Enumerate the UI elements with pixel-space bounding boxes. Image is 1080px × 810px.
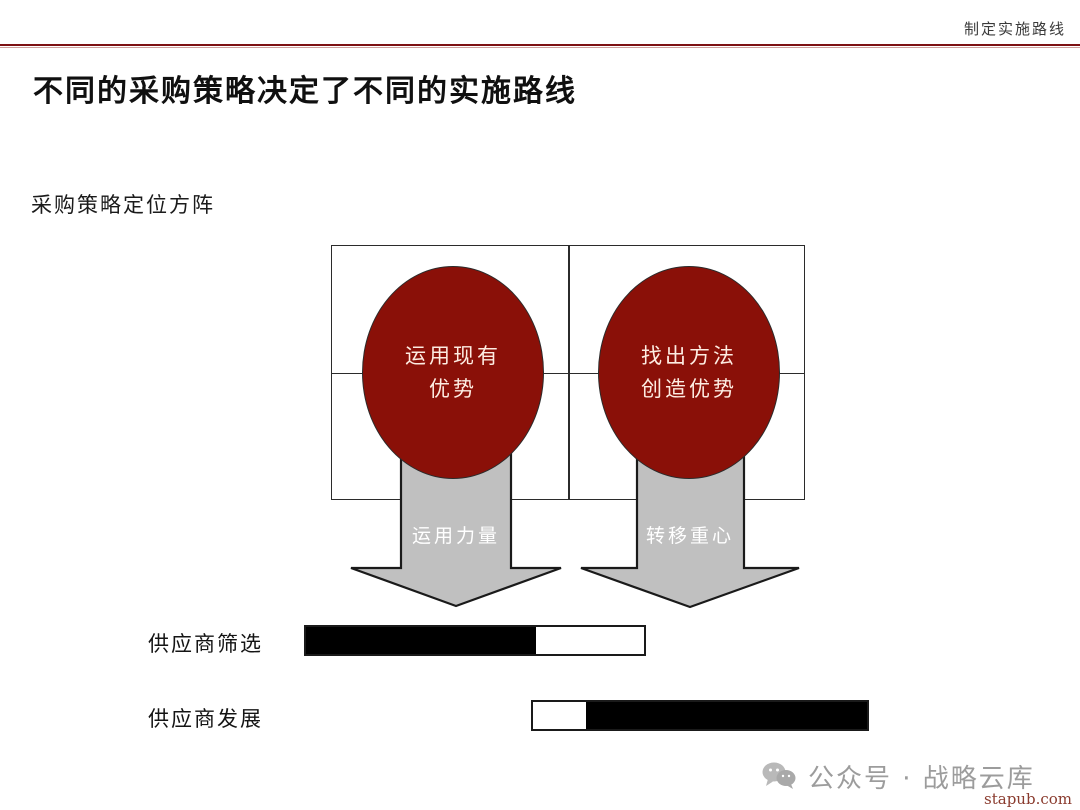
strategy-ellipse-left: 运用现有 优势 [362,266,544,479]
bar-segment-empty [533,702,587,729]
strategy-ellipse-right: 找出方法 创造优势 [598,266,780,479]
page-title: 不同的采购策略决定了不同的实施路线 [33,74,577,109]
watermark-url: stapub.com [984,790,1072,808]
ellipse-left-line-1: 运用现有 [405,343,501,368]
header-section-label: 制定实施路线 [963,20,1066,38]
section-subtitle: 采购策略定位方阵 [31,193,215,217]
progress-bar-supplier-screening [304,625,646,656]
header-divider-rule-secondary [0,47,1080,48]
bar-segment-empty [535,627,644,654]
arrow-label-left: 运用力量 [411,525,500,547]
header-divider-rule [0,44,1080,46]
footer-watermark: 公众号 · 战略云库 [762,758,1035,795]
ellipse-right-line-2: 创造优势 [641,376,737,401]
bar-segment-filled [586,702,867,729]
arrow-label-right: 转移重心 [645,525,734,547]
progress-bar-supplier-development [531,700,869,731]
strategy-matrix-grid [331,245,805,500]
wechat-icon [762,761,796,793]
bar-segment-filled [306,627,536,654]
ellipse-right-line-1: 找出方法 [641,343,737,368]
bar-label-supplier-screening: 供应商筛选 [148,632,263,656]
matrix-horizontal-divider [332,372,804,374]
ellipse-left-line-2: 优势 [429,376,477,401]
watermark-account-name: 公众号 · 战略云库 [808,764,1035,794]
bar-label-supplier-development: 供应商发展 [148,707,263,731]
